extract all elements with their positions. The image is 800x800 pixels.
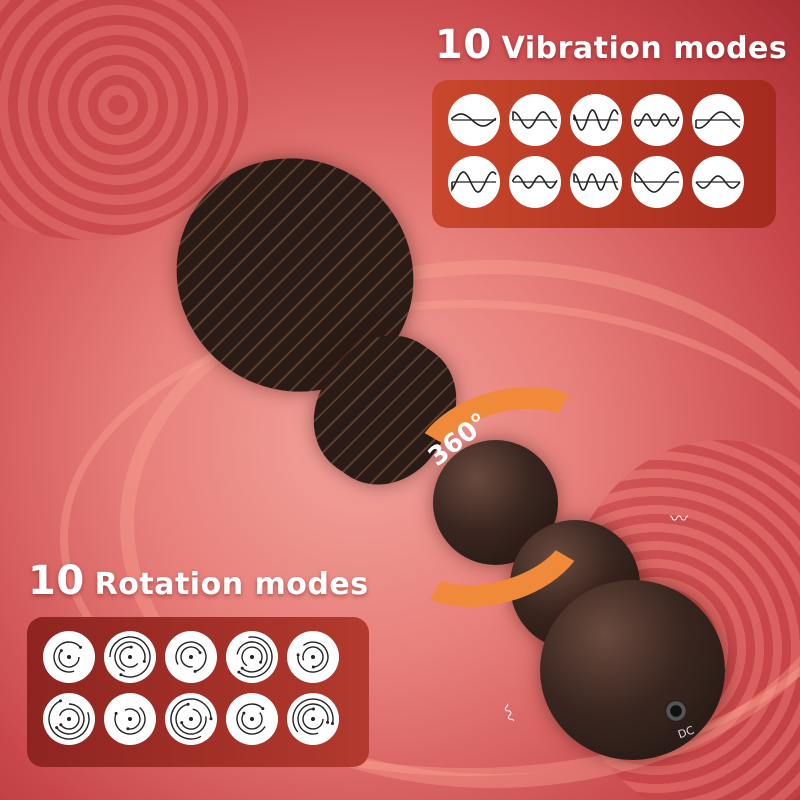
- rotation-mode-2-icon: [104, 631, 156, 683]
- motion-ring: [60, 300, 800, 776]
- vibration-modes-panel: [432, 80, 776, 228]
- rotation-modes-panel: [27, 617, 369, 767]
- vibration-mode-10-icon: [692, 156, 744, 208]
- vibration-mode-8-icon: [570, 156, 622, 208]
- rotation-heading: 10 Rotation modes: [28, 558, 369, 604]
- rotation-mode-7-icon: [104, 693, 156, 745]
- rotation-mode-3-icon: [165, 631, 217, 683]
- vibration-squiggle-icon: 〰: [670, 509, 688, 530]
- vibration-mode-4-icon: [631, 94, 683, 146]
- rotation-mode-4-icon: [226, 631, 278, 683]
- vibration-mode-3-icon: [570, 94, 622, 146]
- vibration-mode-6-icon: [448, 156, 500, 208]
- rotation-mode-8-icon: [165, 693, 217, 745]
- vibration-mode-5-icon: [692, 94, 744, 146]
- vibration-label: Vibration modes: [501, 31, 788, 66]
- vibration-mode-7-icon: [509, 156, 561, 208]
- rotation-mode-5-icon: [287, 631, 339, 683]
- vibration-heading: 10 Vibration modes: [435, 22, 787, 68]
- rotation-mode-1-icon: [43, 631, 95, 683]
- vibration-mode-2-icon: [509, 94, 561, 146]
- rotation-mode-10-icon: [287, 693, 339, 745]
- product-section: [540, 580, 725, 760]
- rotation-label: Rotation modes: [94, 567, 369, 602]
- rotation-mode-9-icon: [226, 693, 278, 745]
- vibration-mode-9-icon: [631, 156, 683, 208]
- dc-port-icon: [665, 700, 687, 722]
- vibration-count: 10: [435, 22, 492, 68]
- vibration-mode-1-icon: [448, 94, 500, 146]
- rotation-mode-6-icon: [43, 693, 95, 745]
- rotation-count: 10: [28, 558, 85, 604]
